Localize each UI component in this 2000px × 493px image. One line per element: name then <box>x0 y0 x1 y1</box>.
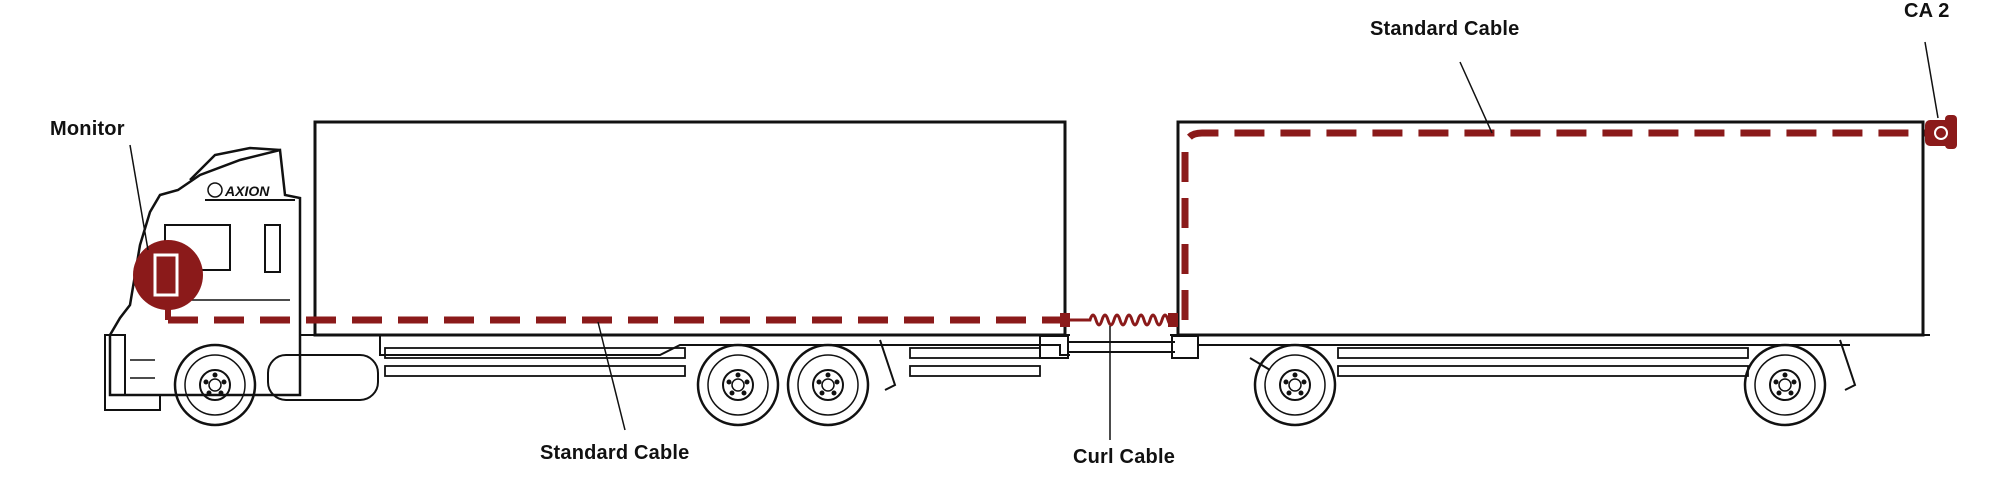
drawbar <box>1068 341 1175 353</box>
connector-trailer <box>1168 313 1178 327</box>
wheel-rear-2 <box>786 343 870 427</box>
cab-logo: AXION <box>207 182 270 199</box>
wheel-trailer-front <box>1253 343 1337 427</box>
leader-standard-cable-bottom <box>597 321 626 431</box>
truck-box <box>313 120 1067 337</box>
logo-icon <box>207 182 223 198</box>
label-standard-cable-top: Standard Cable <box>1370 18 1520 40</box>
cab-logo-text: AXION <box>224 183 270 199</box>
trailer-wheels <box>1253 343 1827 427</box>
leader-standard-cable-top <box>1459 61 1493 134</box>
wheel-trailer-rear <box>1743 343 1827 427</box>
fuel-tank <box>267 354 379 401</box>
connector-truck <box>1060 313 1070 327</box>
monitor-icon <box>133 240 203 310</box>
standard-cable-trailer <box>1181 129 1925 320</box>
truck-cab <box>108 148 302 397</box>
wheel-rear-1 <box>696 343 780 427</box>
truck-wheels <box>173 343 870 427</box>
leader-monitor <box>129 144 149 251</box>
trailer-box <box>1176 120 1925 337</box>
label-camera: CA 2 <box>1904 0 1950 22</box>
label-curl-cable: Curl Cable <box>1073 446 1176 468</box>
cab-door-window <box>264 224 281 273</box>
cable-routing <box>133 115 1957 327</box>
label-standard-cable-bottom: Standard Cable <box>540 442 690 464</box>
trailer <box>1068 120 1930 391</box>
curl-cable <box>1070 313 1177 327</box>
label-monitor: Monitor <box>50 118 125 140</box>
camera-icon <box>1925 115 1957 149</box>
wheel-front <box>173 343 257 427</box>
truck-chassis <box>300 334 1070 356</box>
leader-lines <box>129 41 1939 440</box>
roof-fairing <box>189 146 281 181</box>
leader-camera <box>1924 41 1939 119</box>
front-bumper <box>104 334 161 411</box>
